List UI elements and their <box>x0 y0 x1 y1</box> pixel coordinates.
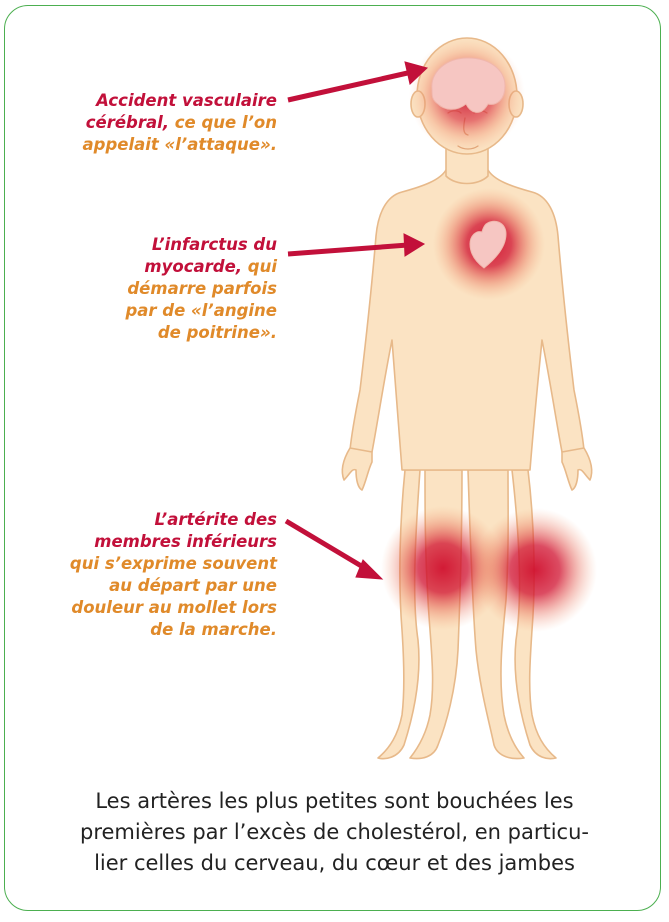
infarction-label-line-2a: myocarde, <box>144 257 247 276</box>
stroke-label-line-3: appelait «l’attaque». <box>83 135 277 154</box>
infarction-label-line-3: démarre parfois <box>127 279 277 298</box>
stroke-label: Accident vasculaire cérébral, ce que l’o… <box>83 90 277 156</box>
infarction-label-line-1: L’infarctus du <box>152 235 277 254</box>
brain-icon <box>432 58 505 112</box>
caption-line-2: premières par l’excès de cholestérol, en… <box>20 817 649 848</box>
infarction-label-line-5: de poitrine». <box>158 323 277 342</box>
arteritis-label-line-4: au départ par une <box>109 576 277 595</box>
arteritis-label-line-2: membres inférieurs <box>94 532 277 551</box>
stroke-label-line-2b: ce que l’on <box>175 113 277 132</box>
arteritis-label-line-3: qui s’exprime souvent <box>70 554 277 573</box>
arteritis-label-line-1: L’artérite des <box>155 510 277 529</box>
arteritis-label-line-6: de la marche. <box>150 620 277 639</box>
figure-caption: Les artères les plus petites sont bouché… <box>20 786 649 879</box>
infarction-label: L’infarctus du myocarde, qui démarre par… <box>125 234 277 344</box>
arteritis-label: L’artérite des membres inférieurs qui s’… <box>70 509 277 641</box>
arteritis-label-line-5: douleur au mollet lors <box>71 598 277 617</box>
infarction-label-line-4: par de «l’angine <box>125 301 277 320</box>
stroke-label-line-1: Accident vasculaire <box>96 91 277 110</box>
right-leg-lesion-glow <box>473 508 597 632</box>
stroke-label-line-2a: cérébral, <box>86 113 175 132</box>
infarction-label-line-2b: qui <box>248 257 277 276</box>
caption-line-3: lier celles du cerveau, du cœur et des j… <box>20 848 649 879</box>
caption-line-1: Les artères les plus petites sont bouché… <box>20 786 649 817</box>
